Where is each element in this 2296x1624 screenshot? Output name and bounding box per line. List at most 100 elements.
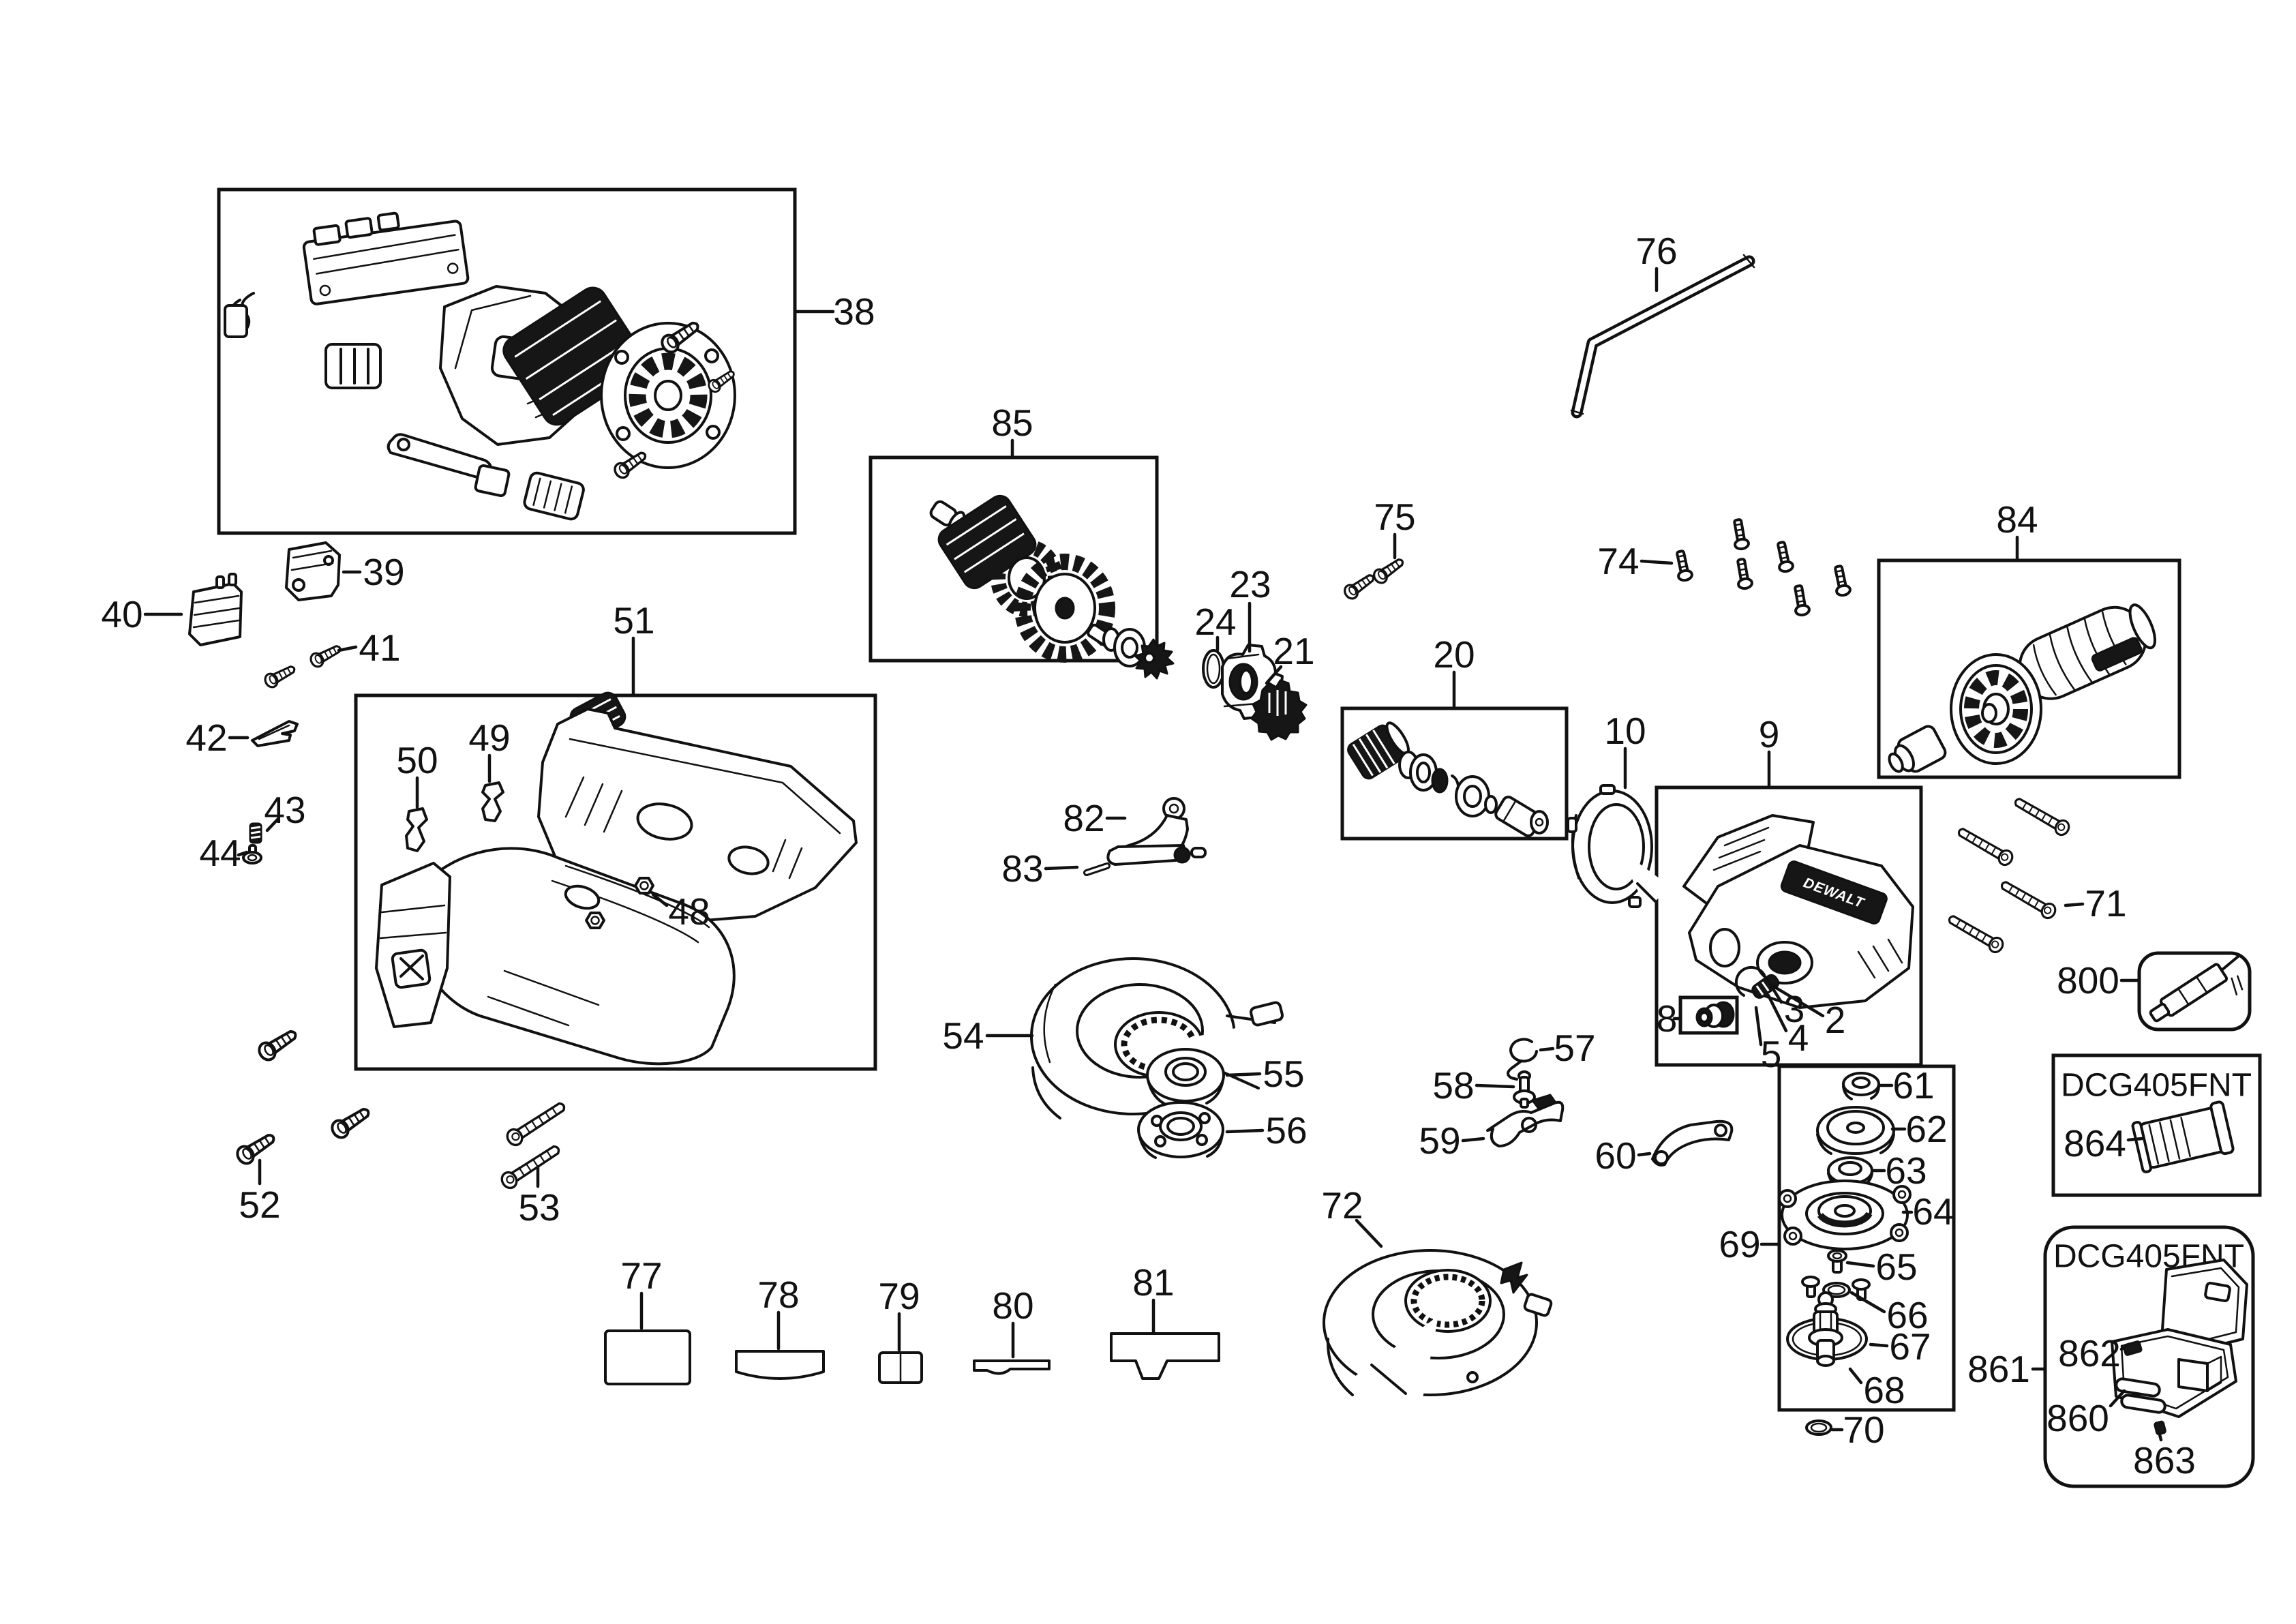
accessory-box-864 — [2051, 1053, 2262, 1197]
part-67-spindle-drawing — [1786, 1291, 1868, 1367]
part-65-screw-drawing — [1827, 1249, 1847, 1274]
part-number-58: 58 — [1432, 1064, 1474, 1107]
part-number-56: 56 — [1265, 1109, 1307, 1152]
gearbox-parts-box-69 — [1777, 1064, 1956, 1412]
part-number-59: 59 — [1419, 1119, 1460, 1162]
leader-line-58 — [1475, 1083, 1515, 1089]
part-number-54: 54 — [942, 1014, 984, 1057]
part-number-52: 52 — [239, 1184, 280, 1226]
part-51-housing-halves-drawing — [375, 691, 858, 1066]
part-40-motor-mount-drawing — [188, 573, 243, 646]
part-number-79: 79 — [878, 1275, 920, 1317]
part-52-screws-drawing — [232, 1024, 374, 1168]
leader-line-43 — [265, 817, 280, 832]
part-78-label-drawing — [735, 1350, 825, 1380]
part-number-39: 39 — [363, 551, 404, 593]
part-number-68: 68 — [1863, 1369, 1905, 1411]
part-number-61: 61 — [1892, 1064, 1934, 1107]
part-number-78: 78 — [757, 1274, 799, 1316]
part-number-863: 863 — [2133, 1439, 2196, 1482]
leader-line-71 — [2064, 902, 2085, 907]
part-number-53: 53 — [518, 1186, 560, 1229]
part-864-accessory-drawing — [2131, 1100, 2235, 1173]
armature-box-85 — [868, 455, 1159, 663]
part-63-seal-ring-drawing — [1827, 1156, 1873, 1187]
part-number-24: 24 — [1194, 601, 1236, 643]
spindle-box-20 — [1340, 706, 1569, 841]
part-21-adjust-gear-drawing — [1250, 679, 1308, 741]
part-44-screw-drawing — [242, 844, 262, 864]
part-84-side-handle-drawing — [1888, 603, 2157, 773]
leader-line-21 — [1265, 665, 1283, 685]
part-number-60: 60 — [1595, 1134, 1636, 1177]
leader-line-57 — [1539, 1047, 1555, 1052]
part-number-9: 9 — [1759, 713, 1780, 755]
part-number-43: 43 — [264, 789, 305, 831]
part-81-label-drawing — [1110, 1332, 1220, 1380]
leader-line-864 — [2126, 1137, 2144, 1142]
leader-line-72 — [1355, 1218, 1383, 1248]
part-number-70: 70 — [1843, 1409, 1884, 1451]
leader-line-55 — [1225, 1072, 1262, 1077]
part-number-38: 38 — [833, 290, 875, 333]
nut-icon — [585, 912, 605, 929]
leader-line-67 — [1869, 1342, 1889, 1348]
part-41-screws-drawing — [262, 640, 344, 691]
part-82-lock-lever-drawing — [1106, 797, 1207, 866]
part-number-62: 62 — [1905, 1108, 1947, 1150]
motor-assembly-box-38 — [217, 187, 797, 535]
part-56-clamp-nut-drawing — [1137, 1101, 1224, 1159]
part-50-lock-lever-drawing — [405, 807, 428, 852]
leader-line-4 — [1766, 993, 1788, 1033]
part-number-77: 77 — [620, 1254, 662, 1297]
part-24-o-ring-drawing — [1202, 649, 1225, 689]
leader-line-60 — [1637, 1152, 1652, 1157]
part-number-63: 63 — [1885, 1149, 1927, 1192]
part-number-864: 864 — [2064, 1122, 2126, 1164]
part-number-23: 23 — [1229, 563, 1271, 605]
part-9-gear-case-drawing: DEWALT — [1682, 814, 1914, 1009]
part-number-3: 3 — [1784, 988, 1805, 1030]
part-number-4: 4 — [1788, 1017, 1809, 1059]
side-handle-box-84 — [1877, 558, 2181, 779]
part-number-49: 49 — [468, 717, 510, 759]
part-number-71: 71 — [2085, 882, 2126, 924]
leader-line-83 — [1044, 865, 1079, 871]
leader-line-863 — [2157, 1430, 2163, 1442]
part-59-latch-drawing — [1486, 1094, 1565, 1147]
kit-box-861 — [2043, 1225, 2255, 1488]
part-85-armature-drawing — [929, 494, 1175, 680]
part-863-screw-drawing — [2154, 1420, 2166, 1436]
part-76-hex-wrench-drawing — [1570, 254, 1755, 419]
accessory-box-model-text: DCG405FNT — [2061, 1068, 2252, 1104]
part-83-pin-drawing — [1083, 862, 1111, 876]
part-number-862: 862 — [2058, 1332, 2121, 1374]
leader-line-66 — [1849, 1291, 1886, 1314]
part-number-66: 66 — [1886, 1294, 1928, 1336]
part-number-81: 81 — [1132, 1261, 1174, 1304]
part-number-76: 76 — [1635, 230, 1677, 272]
part-43-spring-drawing — [249, 822, 262, 844]
part-number-8: 8 — [1657, 997, 1678, 1040]
part-74-screws-drawing — [1672, 517, 1853, 618]
part-62-diaphragm-drawing — [1816, 1106, 1895, 1155]
part-number-21: 21 — [1273, 630, 1314, 672]
part-72-guard-drawing — [1323, 1249, 1553, 1402]
leader-line-65 — [1845, 1261, 1875, 1268]
part-number-85: 85 — [991, 402, 1033, 444]
part-number-84: 84 — [1996, 498, 2038, 541]
leader-line-68 — [1848, 1367, 1863, 1385]
part-number-5: 5 — [1761, 1033, 1782, 1075]
part-number-69: 69 — [1719, 1223, 1760, 1265]
part-58-pin-drawing — [1513, 1070, 1536, 1109]
leader-line-2 — [1772, 984, 1825, 1018]
part-number-42: 42 — [185, 717, 227, 759]
grease-box-800 — [2137, 951, 2252, 1032]
leader-line-3 — [1765, 977, 1783, 1004]
part-8-lock-button-drawing — [1695, 1001, 1735, 1028]
part-61-bearing-drawing — [1842, 1072, 1880, 1100]
leader-line-44 — [237, 850, 249, 857]
part-number-83: 83 — [1001, 847, 1043, 890]
part-number-74: 74 — [1597, 540, 1639, 582]
